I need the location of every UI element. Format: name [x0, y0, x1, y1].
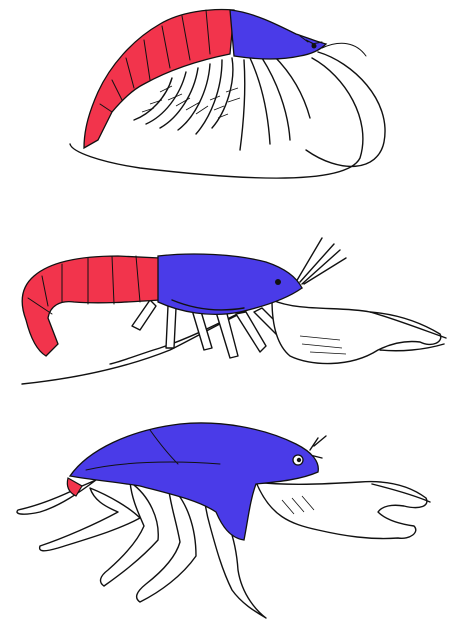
crayfish-claw	[272, 300, 441, 364]
crayfish-illustration	[22, 238, 446, 384]
shrimp-abdomen	[84, 10, 234, 148]
shrimp-illustration	[70, 10, 385, 179]
crayfish-abdomen	[22, 256, 160, 356]
shrimp-cephalothorax	[230, 10, 326, 59]
crab-claw	[256, 482, 427, 539]
crab-illustration	[17, 423, 430, 618]
